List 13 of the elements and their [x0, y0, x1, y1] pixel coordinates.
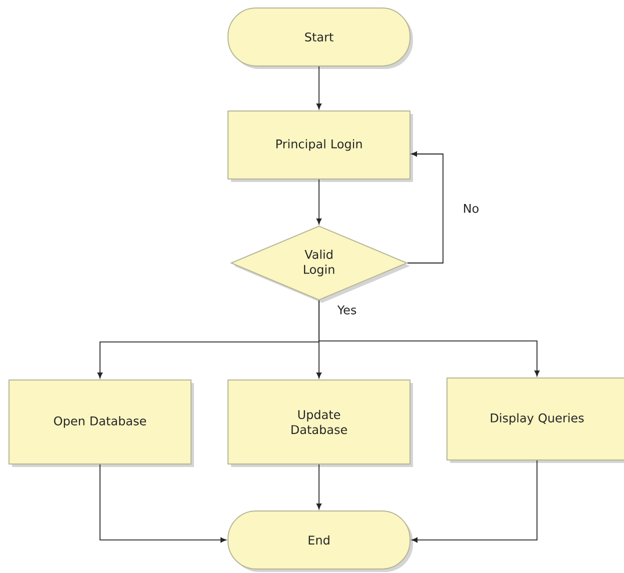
- arrow: [100, 464, 226, 543]
- process-box: Principal Login: [228, 110, 413, 182]
- process-box: Open Database: [8, 379, 194, 467]
- arrow: [407, 151, 444, 264]
- process-box: Display Queries: [446, 377, 624, 463]
- arrow: [316, 179, 322, 224]
- process-box: Update Database: [228, 379, 413, 467]
- arrow: [316, 464, 322, 510]
- edge-label: Yes: [336, 304, 358, 316]
- edge-label: No: [462, 203, 480, 214]
- arrow: [316, 66, 322, 110]
- arrow: [318, 300, 540, 376]
- arrow: [412, 460, 538, 543]
